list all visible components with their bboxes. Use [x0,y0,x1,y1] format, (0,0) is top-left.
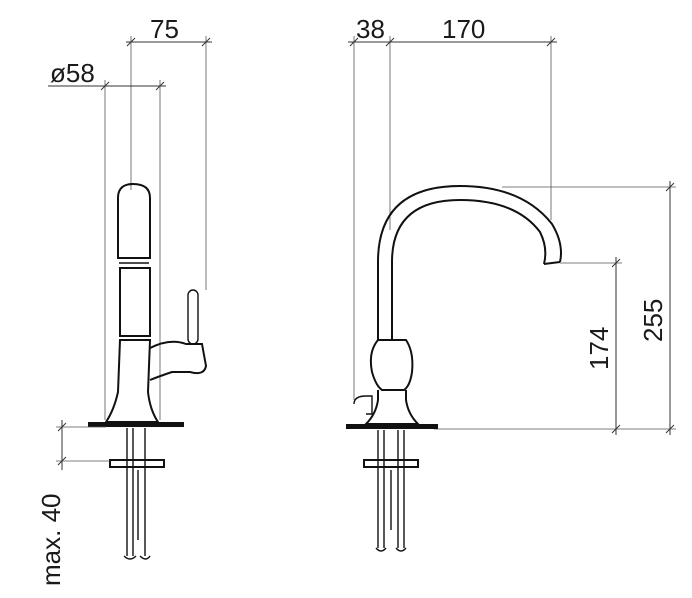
dim-label-38: 38 [356,14,385,44]
spout-outer [377,184,562,340]
tick-38-left [349,37,359,47]
handle-column [119,267,151,337]
lever-arm [187,289,199,345]
tick-40-top [57,422,67,432]
side-view: 75 ø58 max. 40 [36,14,212,586]
base-plate-front [346,424,438,429]
dim-label-max40: max. 40 [36,494,66,587]
spout-outlet [543,261,561,265]
tick-174-top [611,258,621,268]
tick-255-bottom [665,424,675,434]
lever-handle-top [117,182,151,259]
tick-75-right [201,37,211,47]
mount-nut-front [363,459,419,468]
tick-75-left [126,37,136,47]
front-shank-ends [375,547,407,552]
lever-joint [149,340,208,381]
tick-38-right [385,37,395,47]
body-front [363,390,421,425]
dim-label-58: ø58 [50,58,95,88]
dim-label-170: 170 [442,14,485,44]
dim-label-174: 174 [584,327,614,370]
base-plate-side [88,422,184,427]
side-lever [353,395,373,415]
tick-58-right [155,81,165,91]
mount-nut-side [109,459,165,468]
dim-label-255: 255 [638,299,668,342]
tick-255-top [665,182,675,192]
front-view: 38 170 174 255 [346,14,676,552]
shank-ends [123,555,151,560]
tick-174-bottom [611,424,621,434]
tick-58-left [100,81,110,91]
spout-inner [391,198,547,340]
body-column [104,339,160,423]
dim-label-75: 75 [150,14,179,44]
tick-170-right [546,37,556,47]
tick-40-bottom [57,456,67,466]
handle-hub [369,339,414,391]
